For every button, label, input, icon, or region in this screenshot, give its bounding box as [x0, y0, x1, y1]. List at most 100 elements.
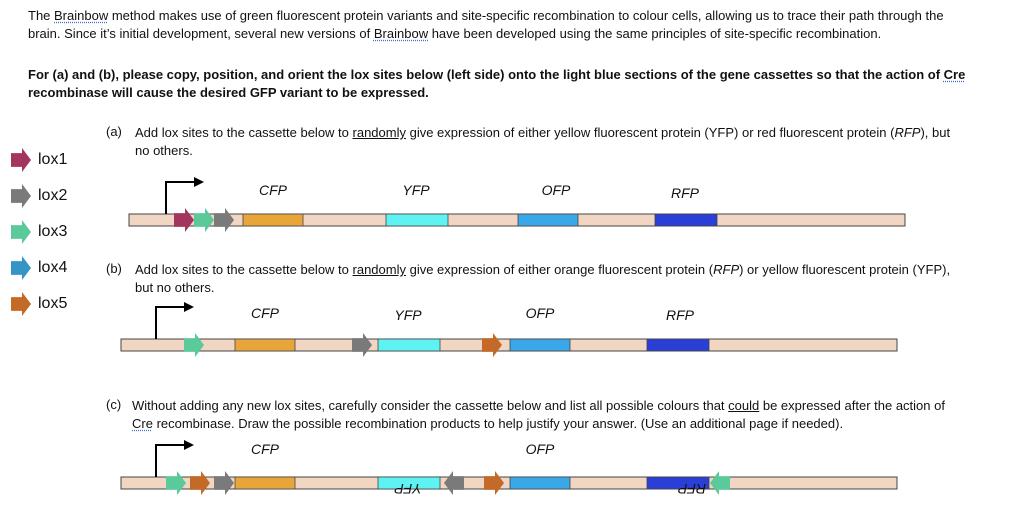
cfp-gene-block — [234, 476, 296, 490]
qc-text: recombinase. Draw the possible recombina… — [152, 416, 844, 431]
lox2-site-icon[interactable] — [214, 208, 234, 232]
rfp-label: RFP — [671, 185, 699, 201]
qb-rfp: RFP — [713, 262, 740, 277]
question-c-number: (c) — [106, 397, 122, 412]
lox1-site-icon[interactable] — [174, 208, 194, 232]
lox2-site-icon[interactable] — [214, 471, 234, 495]
lox5-arrow-icon[interactable] — [10, 291, 32, 317]
instruction: For (a) and (b), please copy, position, … — [28, 66, 1018, 102]
question-a-number: (a) — [106, 124, 122, 139]
legend-item-lox5: lox5 — [10, 292, 67, 316]
intro-text: method makes use of green fluorescent pr… — [108, 8, 944, 23]
legend-item-lox3: lox3 — [10, 220, 67, 244]
brainbow-term: Brainbow — [373, 26, 429, 41]
lox3-site-icon[interactable] — [710, 471, 730, 495]
cfp-gene-block — [242, 213, 304, 227]
legend-label: lox5 — [38, 295, 68, 312]
promoter-arrowhead-icon — [184, 440, 194, 450]
qa-line-2: no others. — [135, 143, 193, 158]
lox3-site-icon[interactable] — [194, 208, 214, 232]
question-a-text: Add lox sites to the cassette below to r… — [135, 124, 1015, 160]
yfp-gene-block — [377, 338, 441, 352]
qa-text: ), but — [920, 125, 951, 140]
intro-line-1: The Brainbow method makes use of green f… — [28, 7, 1018, 25]
intro-text: have been developed using the same princ… — [428, 26, 882, 41]
intro-paragraph: The Brainbow method makes use of green f… — [28, 7, 1018, 43]
ofp-gene-block — [509, 338, 571, 352]
ofp-label: OFP — [525, 305, 555, 321]
lox4-arrow-icon[interactable] — [10, 255, 32, 281]
cfp-label: CFP — [259, 182, 287, 198]
qc-text: be expressed after the action of — [759, 398, 945, 413]
qa-text: give expression of either yellow fluores… — [405, 125, 895, 140]
ofp-label: OFP — [541, 182, 571, 198]
promoter-line — [165, 181, 196, 214]
instruction-line-1: For (a) and (b), please copy, position, … — [28, 66, 1018, 84]
qb-text: Add lox sites to the cassette below to — [135, 262, 353, 277]
lox2-site-icon[interactable] — [352, 333, 372, 357]
legend-item-lox2: lox2 — [10, 184, 67, 208]
promoter-line — [155, 444, 186, 477]
cassette-b-diagram — [120, 302, 898, 357]
cassette-c: CFP YFP OFP RFP — [120, 435, 900, 521]
rfp-label: RFP — [678, 481, 706, 497]
ofp-gene-block — [517, 213, 579, 227]
yfp-gene-block — [377, 476, 441, 490]
rfp-label: RFP — [666, 307, 694, 323]
rfp-gene-block — [646, 338, 710, 352]
legend-label: lox1 — [38, 151, 68, 168]
rfp-gene-block — [654, 213, 718, 227]
cassette-a: CFP YFP OFP RFP — [128, 174, 908, 234]
question-b-number: (b) — [106, 261, 122, 276]
intro-line-2: brain. Since it’s initial development, s… — [28, 25, 1018, 43]
cfp-label: CFP — [251, 305, 279, 321]
qc-text: Without adding any new lox sites, carefu… — [132, 398, 729, 413]
promoter-arrowhead-icon — [194, 177, 204, 187]
cfp-label: CFP — [251, 441, 279, 457]
cfp-gene-block — [234, 338, 296, 352]
cassette-a-diagram — [128, 177, 906, 232]
legend-item-lox1: lox1 — [10, 148, 67, 172]
legend-item-lox4: lox4 — [10, 256, 67, 280]
qc-cre: Cre — [132, 416, 153, 431]
lox5-site-icon[interactable] — [484, 471, 504, 495]
question-b-text: Add lox sites to the cassette below to r… — [135, 261, 1015, 297]
yfp-label: YFP — [394, 481, 422, 497]
qb-text: ) or yellow fluorescent protein (YFP), — [739, 262, 951, 277]
lox5-site-icon[interactable] — [482, 333, 502, 357]
qa-text: Add lox sites to the cassette below to — [135, 125, 353, 140]
rfp-gene-block — [646, 476, 710, 490]
instruction-line-2: recombinase will cause the desired GFP v… — [28, 85, 429, 100]
yfp-gene-block — [385, 213, 449, 227]
lox3-site-icon[interactable] — [184, 333, 204, 357]
brainbow-term: Brainbow — [54, 8, 109, 23]
lox2-arrow-icon[interactable] — [10, 183, 32, 209]
ofp-gene-block — [509, 476, 571, 490]
qb-randomly: randomly — [352, 262, 406, 277]
promoter-arrowhead-icon — [184, 302, 194, 312]
qb-text: give expression of either orange fluores… — [405, 262, 714, 277]
lox2-site-icon[interactable] — [444, 471, 464, 495]
qb-line-2: but no others. — [135, 280, 215, 295]
cassette-b: CFP YFP OFP RFP — [120, 299, 900, 359]
ofp-label: OFP — [525, 441, 555, 457]
intro-text: brain. Since it’s initial development, s… — [28, 26, 374, 41]
lox1-arrow-icon[interactable] — [10, 147, 32, 173]
qc-could: could — [728, 398, 760, 413]
instruction-text: For (a) and (b), please copy, position, … — [28, 67, 944, 82]
cassette-c-diagram — [120, 440, 898, 495]
promoter-line — [155, 306, 186, 339]
lox5-site-icon[interactable] — [190, 471, 210, 495]
yfp-label: YFP — [394, 307, 422, 323]
legend-label: lox2 — [38, 187, 68, 204]
intro-text: The — [28, 8, 55, 23]
qa-rfp: RFP — [894, 125, 921, 140]
legend-label: lox3 — [38, 223, 68, 240]
yfp-label: YFP — [402, 182, 430, 198]
cre-term: Cre — [943, 67, 966, 82]
lox3-site-icon[interactable] — [166, 471, 186, 495]
legend-label: lox4 — [38, 259, 68, 276]
question-c-text: Without adding any new lox sites, carefu… — [132, 397, 1017, 433]
lox3-arrow-icon[interactable] — [10, 219, 32, 245]
qa-randomly: randomly — [352, 125, 406, 140]
